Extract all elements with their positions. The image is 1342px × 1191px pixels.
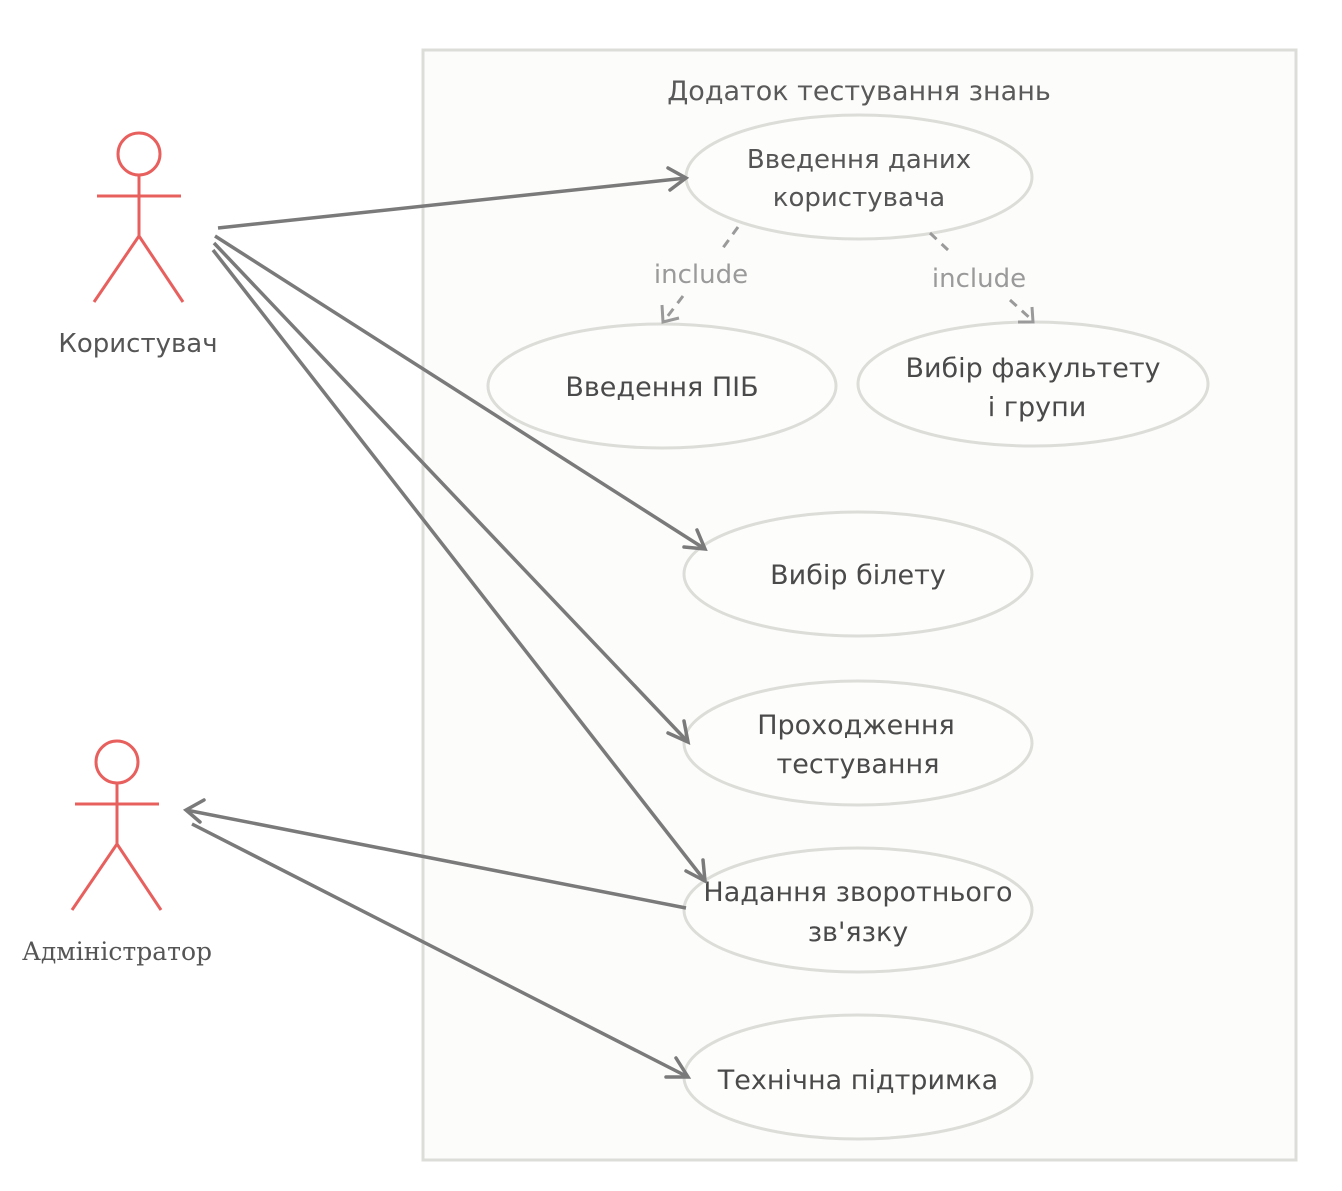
include-relation-right: include bbox=[928, 231, 1035, 324]
association-admin-support bbox=[191, 822, 692, 1079]
include-label-left: include bbox=[654, 260, 748, 290]
use-case-support-label: Технічна підтримка bbox=[717, 1065, 998, 1096]
association-feedback-admin bbox=[182, 798, 687, 910]
use-case-feedback: Надання зворотнього зв'язку bbox=[682, 846, 1034, 974]
include-label-right: include bbox=[932, 264, 1026, 294]
association-user-enter-data bbox=[217, 166, 690, 230]
use-case-enter-user-data: Введення даних користувача bbox=[684, 113, 1034, 241]
actor-admin: Адміністратор bbox=[22, 739, 212, 966]
use-case-choose-ticket: Вибір білету bbox=[682, 510, 1034, 638]
actor-admin-label: Адміністратор bbox=[22, 937, 212, 966]
use-case-enter-user-data-line1: Введення даних bbox=[747, 145, 971, 175]
use-case-feedback-line2: зв'язку bbox=[808, 917, 909, 948]
use-case-take-test-line1: Проходження bbox=[757, 710, 955, 741]
association-user-choose-ticket bbox=[214, 234, 708, 552]
actor-user: Користувач bbox=[58, 131, 218, 359]
use-case-enter-user-data-line2: користувача bbox=[773, 183, 945, 213]
actor-user-label: Користувач bbox=[58, 329, 217, 359]
actor-admin-head bbox=[94, 739, 140, 785]
use-case-take-test: Проходження тестування bbox=[682, 679, 1034, 807]
include-relation-left: include bbox=[654, 226, 748, 324]
actor-user-head bbox=[116, 131, 162, 177]
association-user-feedback bbox=[211, 248, 708, 885]
use-case-enter-name: Введення ПІБ bbox=[486, 322, 838, 450]
use-case-choose-faculty-line2: і групи bbox=[988, 392, 1087, 423]
association-user-take-test bbox=[212, 241, 691, 745]
use-case-support: Технічна підтримка bbox=[682, 1013, 1034, 1141]
use-case-enter-name-label: Введення ПІБ bbox=[565, 372, 758, 403]
use-case-choose-faculty-line1: Вибір факультету bbox=[905, 353, 1160, 384]
use-case-feedback-line1: Надання зворотнього bbox=[703, 877, 1012, 908]
use-case-choose-ticket-label: Вибір білету bbox=[770, 560, 946, 591]
system-title: Додаток тестування знань bbox=[667, 76, 1051, 107]
use-case-take-test-line2: тестування bbox=[777, 749, 940, 780]
use-case-choose-faculty: Вибір факультету і групи bbox=[856, 320, 1210, 448]
